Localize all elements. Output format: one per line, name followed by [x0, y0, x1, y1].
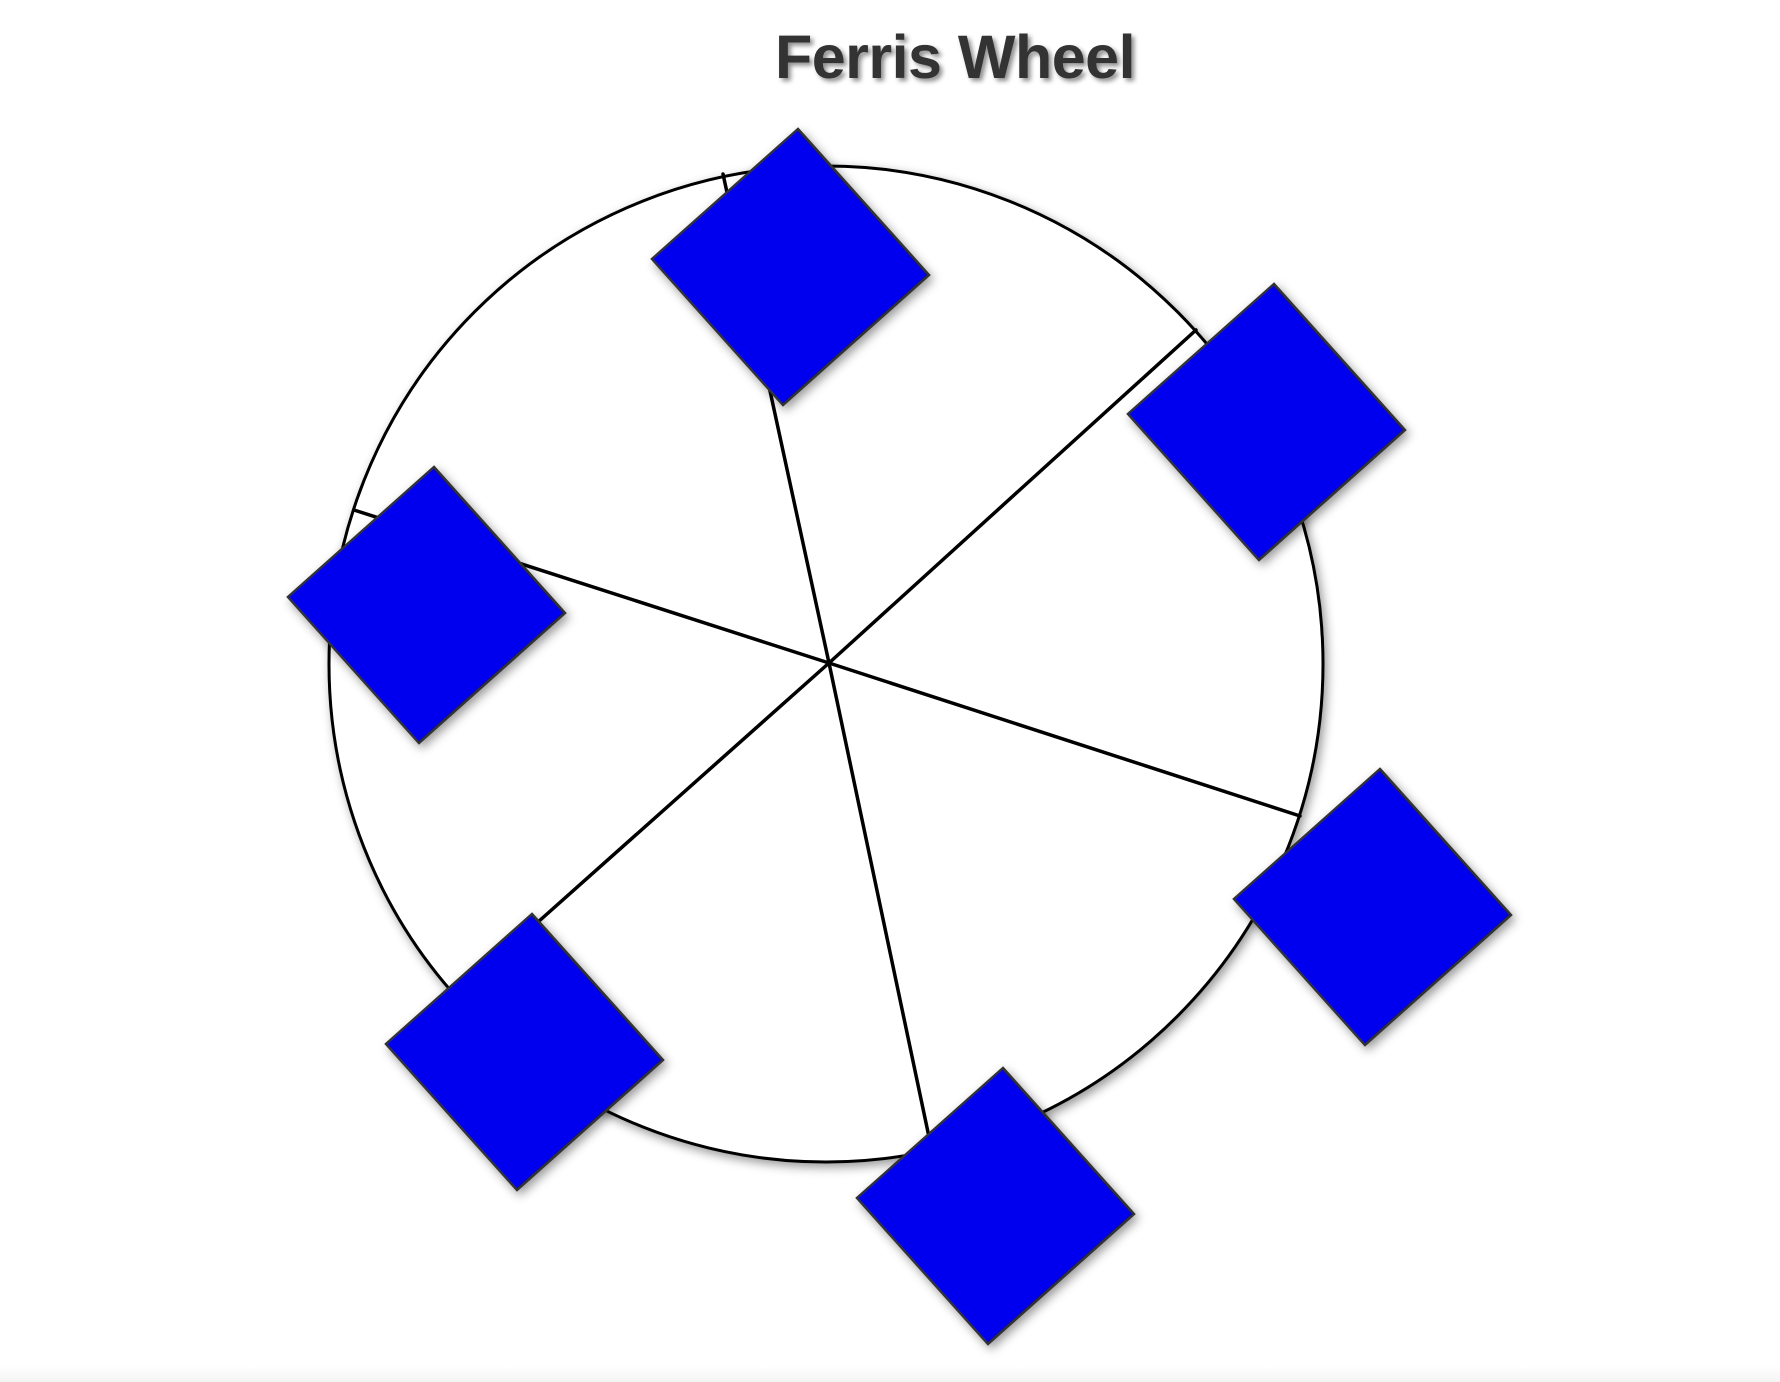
cabin[interactable] [1126, 282, 1407, 562]
cabin[interactable] [286, 465, 567, 745]
page-title: Ferris Wheel [774, 23, 1136, 91]
cabin[interactable] [384, 912, 665, 1192]
cabin[interactable] [650, 127, 931, 407]
spoke [827, 328, 1198, 665]
spoke [536, 661, 831, 924]
cabin[interactable] [1232, 767, 1513, 1047]
spoke [827, 661, 931, 1139]
spoke [827, 661, 1302, 818]
wheel-cabins [286, 127, 1513, 1346]
bottom-edge [0, 1366, 1780, 1382]
cabin[interactable] [855, 1066, 1136, 1346]
